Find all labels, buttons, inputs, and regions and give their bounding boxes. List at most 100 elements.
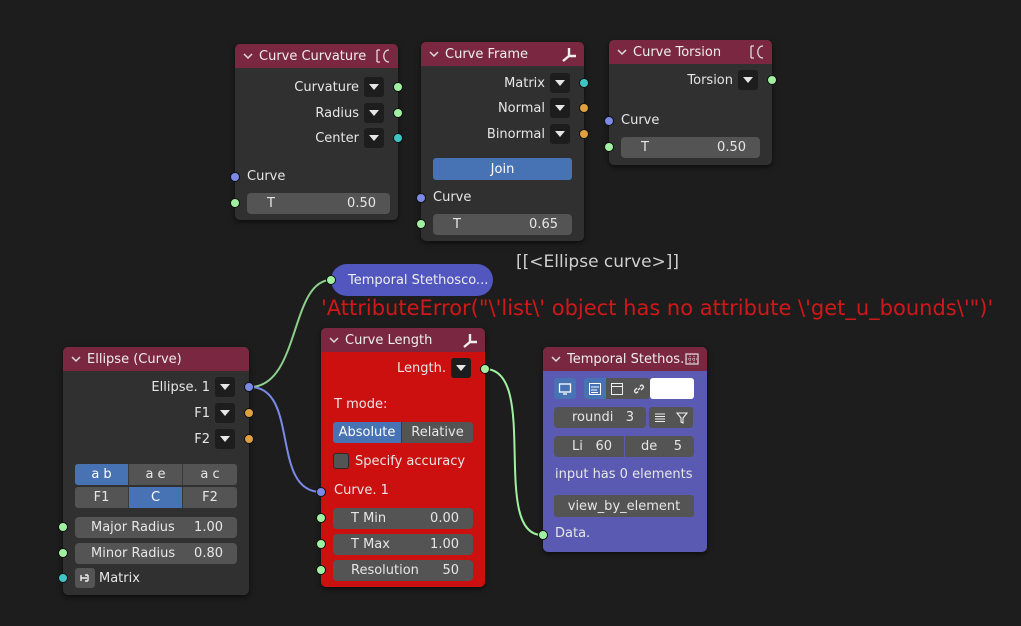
socket-ellipse[interactable] [244,382,254,392]
socket-t-input[interactable] [230,198,240,208]
chevron-down-icon[interactable] [617,47,627,57]
view-mode-link[interactable] [628,378,650,399]
t-field[interactable]: T 0.50 [621,137,760,158]
node-curve-length[interactable]: Curve Length Length. T mode: Absolute Re… [316,328,490,587]
node-temporal-stethoscope[interactable]: Temporal Stethos... roundi 3 Li 60 de 5 … [538,347,707,552]
depth-field[interactable]: de 5 [625,436,694,457]
socket-center[interactable] [393,133,403,143]
mode-ac[interactable]: a c [183,464,237,485]
mode-ae[interactable]: a e [129,464,183,485]
socket-curve-input[interactable] [604,116,614,126]
t-field[interactable]: T 0.65 [433,214,572,235]
dropdown-icon[interactable] [215,403,235,423]
major-radius-field[interactable]: Major Radius 1.00 [75,517,237,538]
socket-t-input[interactable] [416,219,426,229]
join-button[interactable]: Join [433,158,572,180]
line-length-field[interactable]: Li 60 [554,436,624,457]
filter-icon [675,411,689,424]
panel-icon [611,382,623,395]
socket-binormal[interactable] [579,129,589,139]
socket-minor-radius[interactable] [58,548,68,558]
center-f1[interactable]: F1 [75,487,129,508]
dropdown-icon[interactable] [215,377,235,397]
t-min-field[interactable]: T Min 0.00 [333,508,473,529]
socket-curve-input[interactable] [230,172,240,182]
socket-length[interactable] [480,364,490,374]
socket-f2[interactable] [244,434,254,444]
view-mode-text[interactable] [584,378,606,399]
dropdown-icon[interactable] [364,77,384,97]
dropdown-icon[interactable] [364,128,384,148]
socket-t-input[interactable] [604,142,614,152]
socket-radius[interactable] [393,108,403,118]
socket-stethoscope-input[interactable] [326,275,336,285]
input-curve-label: Curve [247,169,286,184]
color-swatch[interactable] [650,378,694,399]
node-header[interactable]: Curve Frame [421,42,584,66]
output-normal: Normal [498,98,570,118]
node-temporal-stethoscope-collapsed[interactable]: Temporal Stethosco... [331,264,493,296]
socket-curve-input[interactable] [316,487,326,497]
monitor-toggle[interactable] [554,378,576,399]
node-ellipse-curve[interactable]: Ellipse (Curve) Ellipse. 1 F1 F2 a b a e… [58,347,254,595]
chevron-down-icon[interactable] [551,354,561,364]
node-curve-curvature[interactable]: Curve Curvature Curvature Radius Center … [230,44,403,220]
socket-t-max[interactable] [316,539,326,549]
socket-t-min[interactable] [316,513,326,523]
chevron-down-icon[interactable] [429,49,439,59]
node-header[interactable]: Temporal Stethos... [543,347,707,371]
node-title: Curve Curvature [259,48,367,64]
node-header[interactable]: Curve Length [321,328,485,352]
output-ellipse: Ellipse. 1 [151,377,235,397]
dropdown-icon[interactable] [738,70,758,90]
t-mode-relative[interactable]: Relative [402,422,473,443]
chevron-down-icon[interactable] [329,335,339,345]
view-by-element-button[interactable]: view_by_element [554,495,694,517]
socket-normal[interactable] [579,103,589,113]
node-header[interactable]: Curve Curvature [235,44,398,68]
list-format-button[interactable] [649,407,671,428]
data-preview-text: [[<Ellipse curve>]] [516,252,680,272]
socket-f1[interactable] [244,408,254,418]
status-text: input has 0 elements [555,467,693,482]
dropdown-icon[interactable] [550,73,570,93]
link-ellipse-to-curve-length [249,386,322,493]
checkbox-icon[interactable] [333,453,349,469]
grid-icon [685,353,699,365]
mode-selector-row1: a b a e a c [75,464,237,485]
rounding-field[interactable]: roundi 3 [554,407,646,428]
dropdown-icon[interactable] [451,358,471,378]
resolution-field[interactable]: Resolution 50 [333,560,473,581]
center-c[interactable]: C [129,487,183,508]
chevron-down-icon[interactable] [243,51,253,61]
minor-radius-field[interactable]: Minor Radius 0.80 [75,543,237,564]
socket-matrix-input[interactable] [58,573,68,583]
view-mode-panel[interactable] [606,378,628,399]
filter-button[interactable] [671,407,693,428]
input-curve-label: Curve. 1 [334,483,389,498]
dropdown-icon[interactable] [215,429,235,449]
socket-matrix[interactable] [579,78,589,88]
t-mode-absolute[interactable]: Absolute [333,422,402,443]
input-matrix: Matrix [75,568,140,588]
matrix-edit-icon[interactable] [75,568,95,588]
t-field[interactable]: T 0.50 [247,193,390,214]
node-header[interactable]: Curve Torsion [609,40,772,64]
mode-ab[interactable]: a b [75,464,129,485]
socket-curve-input[interactable] [416,193,426,203]
node-curve-frame[interactable]: Curve Frame Matrix Normal Binormal Join … [416,42,589,241]
dropdown-icon[interactable] [550,124,570,144]
socket-curvature[interactable] [393,82,403,92]
chevron-down-icon[interactable] [71,354,81,364]
socket-data-input[interactable] [538,530,548,540]
t-max-field[interactable]: T Max 1.00 [333,534,473,555]
specify-accuracy-checkbox[interactable]: Specify accuracy [333,453,465,469]
socket-torsion[interactable] [767,75,777,85]
node-curve-torsion[interactable]: Curve Torsion Torsion Curve T 0.50 [604,40,777,165]
dropdown-icon[interactable] [550,98,570,118]
dropdown-icon[interactable] [364,103,384,123]
center-f2[interactable]: F2 [183,487,237,508]
socket-resolution[interactable] [316,565,326,575]
socket-major-radius[interactable] [58,522,68,532]
node-header[interactable]: Ellipse (Curve) [63,347,249,371]
